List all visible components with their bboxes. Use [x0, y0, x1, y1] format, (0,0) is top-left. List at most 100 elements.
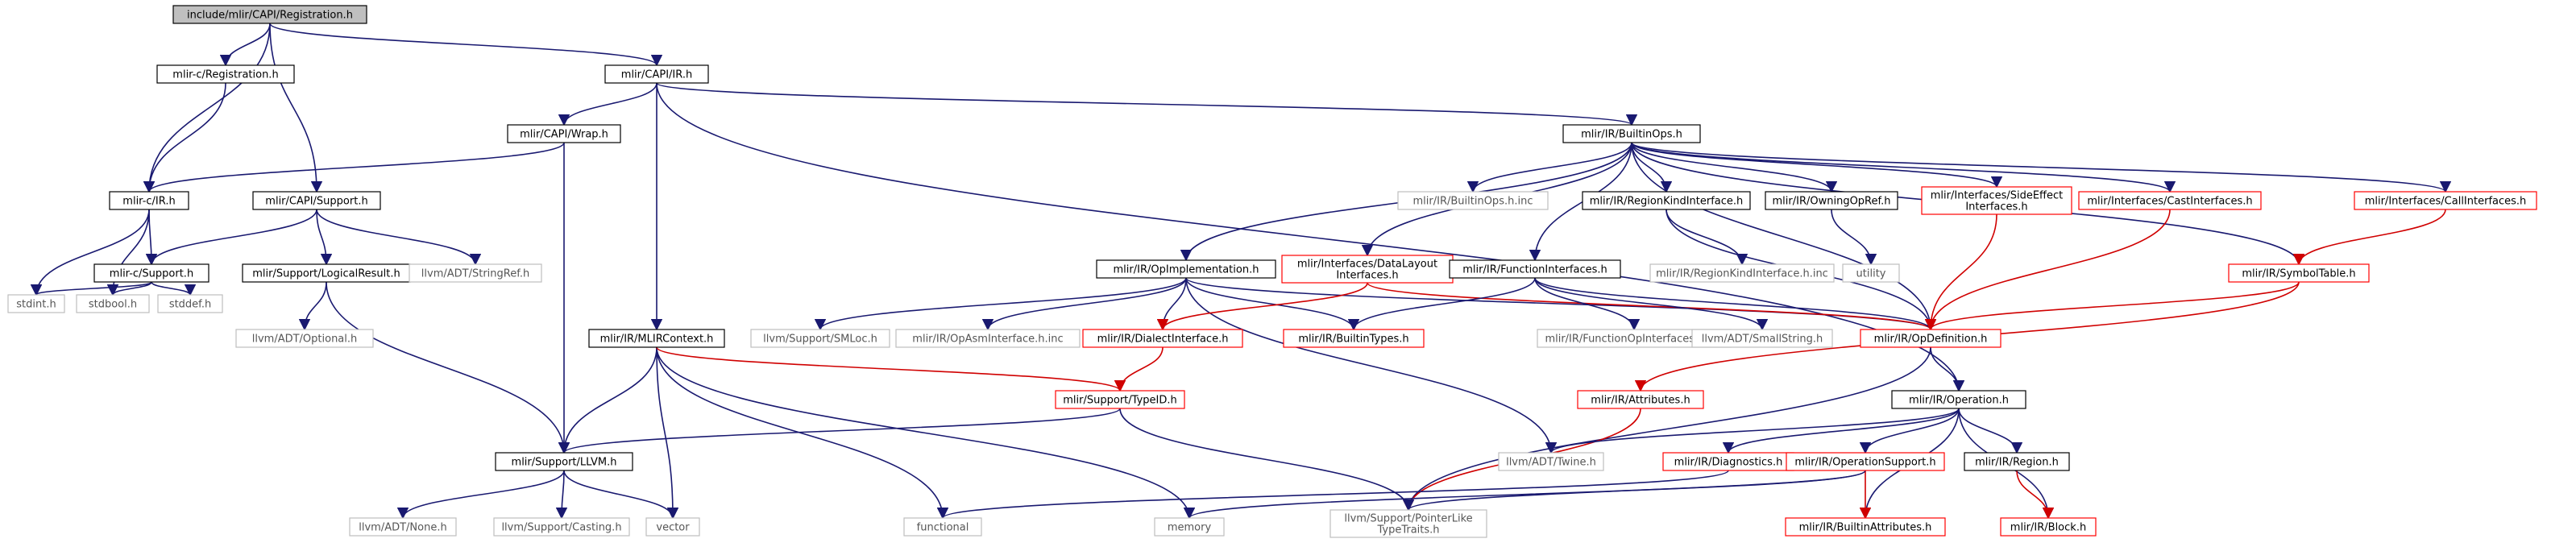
- node-region[interactable]: mlir/IR/Region.h: [1964, 452, 2070, 471]
- node-functional[interactable]: functional: [903, 517, 982, 537]
- edge-builtin_ops-to-side_effect: [1631, 142, 2002, 189]
- node-box: [1582, 191, 1751, 210]
- edge-capi_ir-to-builtin_ops: [656, 82, 1637, 126]
- node-mlirc-support[interactable]: mlir-c/Support.h: [93, 263, 209, 283]
- node-operation-support[interactable]: mlir/IR/OperationSupport.h: [1786, 452, 1945, 471]
- node-opasm-inc[interactable]: mlir/IR/OpAsmInterface.h.inc: [895, 329, 1081, 348]
- node-typeid[interactable]: mlir/Support/TypeID.h: [1055, 390, 1185, 409]
- node-label: mlir/IR/BuiltinOps.h: [1581, 129, 1682, 141]
- edge-logical_result-to-optional: [298, 281, 327, 331]
- node-owning-op-ref[interactable]: mlir/IR/OwningOpRef.h: [1765, 191, 1898, 210]
- node-box: [2078, 191, 2262, 210]
- node-block[interactable]: mlir/IR/Block.h: [2000, 517, 2097, 537]
- edge-data_layout-to-dialect_interface: [1156, 282, 1368, 331]
- node-op-implementation[interactable]: mlir/IR/OpImplementation.h: [1096, 259, 1276, 279]
- node-mlirc-ir[interactable]: mlir-c/IR.h: [109, 191, 189, 210]
- node-utility[interactable]: utility: [1842, 263, 1900, 283]
- node-builtin-types[interactable]: mlir/IR/BuiltinTypes.h: [1283, 329, 1425, 348]
- node-twine[interactable]: llvm/ADT/Twine.h: [1498, 452, 1604, 471]
- edge-mlircontext-to-memory: [656, 346, 1196, 520]
- node-mlircontext[interactable]: mlir/IR/MLIRContext.h: [588, 329, 725, 348]
- node-optional[interactable]: llvm/ADT/Optional.h: [235, 329, 374, 348]
- node-label: stdbool.h: [89, 299, 137, 311]
- node-capi-support[interactable]: mlir/CAPI/Support.h: [252, 191, 381, 210]
- node-label: llvm/Support/SMLoc.h: [763, 334, 877, 346]
- edge-builtin_ops-to-cast_interfaces: [1631, 142, 2176, 193]
- edge-cast_interfaces-to-op_definition: [1924, 209, 2171, 331]
- node-call-interfaces[interactable]: mlir/Interfaces/CallInterfaces.h: [2354, 191, 2537, 210]
- edge-builtin_ops-to-builtin_ops_inc: [1466, 142, 1632, 193]
- node-label: mlir/Interfaces/SideEffect: [1931, 190, 2064, 202]
- node-small-string[interactable]: llvm/ADT/SmallString.h: [1691, 329, 1833, 348]
- node-logical-result[interactable]: mlir/Support/LogicalResult.h: [242, 263, 411, 283]
- node-label: mlir/IR/OpDefinition.h: [1874, 334, 1988, 346]
- node-op-definition[interactable]: mlir/IR/OpDefinition.h: [1860, 329, 2001, 348]
- node-label: mlir/CAPI/Wrap.h: [520, 129, 608, 141]
- node-box: [2228, 263, 2370, 283]
- node-symbol-table[interactable]: mlir/IR/SymbolTable.h: [2228, 263, 2370, 283]
- edge-region-to-block: [2016, 470, 2055, 520]
- node-label: llvm/ADT/None.h: [359, 522, 446, 534]
- node-function-interfaces[interactable]: mlir/IR/FunctionInterfaces.h: [1449, 259, 1621, 279]
- node-box: [604, 64, 709, 84]
- node-stringref[interactable]: llvm/ADT/StringRef.h: [409, 263, 542, 283]
- edge-data_layout-to-op_definition: [1367, 282, 1936, 331]
- node-box: [1842, 263, 1900, 283]
- edge-region_kind-to-region_kind_inc: [1665, 209, 1748, 266]
- node-label: utility: [1856, 268, 1886, 280]
- edge-operation_support-to-pointerlike: [1403, 470, 1866, 512]
- node-smloc[interactable]: llvm/Support/SMLoc.h: [750, 329, 890, 348]
- node-region-kind[interactable]: mlir/IR/RegionKindInterface.h: [1582, 191, 1751, 210]
- node-capi-ir[interactable]: mlir/CAPI/IR.h: [604, 64, 709, 84]
- node-label: mlir/Support/TypeID.h: [1063, 395, 1176, 407]
- node-dialect-interface[interactable]: mlir/IR/DialectInterface.h: [1082, 329, 1243, 348]
- dependency-edges: [30, 23, 2451, 520]
- node-builtin-attributes[interactable]: mlir/IR/BuiltinAttributes.h: [1785, 517, 1946, 537]
- node-root[interactable]: include/mlir/CAPI/Registration.h: [172, 5, 367, 24]
- node-region-kind-inc[interactable]: mlir/IR/RegionKindInterface.h.inc: [1649, 263, 1835, 283]
- node-box: [1498, 452, 1604, 471]
- node-label: mlir/IR/RegionKindInterface.h.inc: [1656, 268, 1828, 280]
- node-operation[interactable]: mlir/IR/Operation.h: [1891, 390, 2026, 409]
- node-label: llvm/Support/PointerLike: [1344, 513, 1472, 525]
- node-box: [588, 329, 725, 348]
- edge-root-to-capi_support: [269, 23, 323, 193]
- node-label: mlir-c/IR.h: [122, 196, 175, 208]
- node-stdint[interactable]: stdint.h: [7, 294, 65, 313]
- edge-builtin_ops-to-call_interfaces: [1631, 142, 2451, 193]
- node-box: [903, 517, 982, 537]
- node-diagnostics[interactable]: mlir/IR/Diagnostics.h: [1662, 452, 1794, 471]
- node-support-llvm[interactable]: mlir/Support/LLVM.h: [495, 452, 633, 471]
- node-mlirc-registration[interactable]: mlir-c/Registration.h: [156, 64, 295, 84]
- edge-typeid-to-support_llvm: [558, 408, 1121, 454]
- node-label: mlir/Support/LLVM.h: [512, 457, 617, 469]
- edge-typeid-to-pointerlike: [1119, 408, 1415, 512]
- node-box: [1649, 263, 1835, 283]
- edge-mlirc_support-to-stdbool: [106, 281, 152, 296]
- node-label: llvm/ADT/Optional.h: [252, 334, 358, 346]
- node-label: mlir/IR/DialectInterface.h: [1097, 334, 1229, 346]
- node-label: mlir/IR/Diagnostics.h: [1674, 457, 1783, 469]
- node-builtin-ops-inc[interactable]: mlir/IR/BuiltinOps.h.inc: [1397, 191, 1549, 210]
- node-casting[interactable]: llvm/Support/Casting.h: [493, 517, 630, 537]
- node-memory[interactable]: memory: [1154, 517, 1225, 537]
- node-function-op-inc[interactable]: mlir/IR/FunctionOpInterfaces.h.inc: [1537, 329, 1732, 348]
- edge-op_definition-to-pointerlike: [1402, 346, 1931, 512]
- node-none[interactable]: llvm/ADT/None.h: [349, 517, 457, 537]
- node-box: [1397, 191, 1549, 210]
- node-builtin-ops[interactable]: mlir/IR/BuiltinOps.h: [1562, 124, 1701, 143]
- node-box: [409, 263, 542, 283]
- node-attributes[interactable]: mlir/IR/Attributes.h: [1577, 390, 1704, 409]
- node-vector[interactable]: vector: [645, 517, 700, 537]
- edge-capi_support-to-stringref: [316, 209, 482, 266]
- node-label: mlir/IR/FunctionInterfaces.h: [1462, 264, 1607, 276]
- node-cast-interfaces[interactable]: mlir/Interfaces/CastInterfaces.h: [2078, 191, 2262, 210]
- node-label: mlir/IR/MLIRContext.h: [600, 334, 714, 346]
- node-stddef[interactable]: stddef.h: [157, 294, 223, 313]
- node-stdbool[interactable]: stdbool.h: [76, 294, 150, 313]
- node-capi-wrap[interactable]: mlir/CAPI/Wrap.h: [507, 124, 621, 143]
